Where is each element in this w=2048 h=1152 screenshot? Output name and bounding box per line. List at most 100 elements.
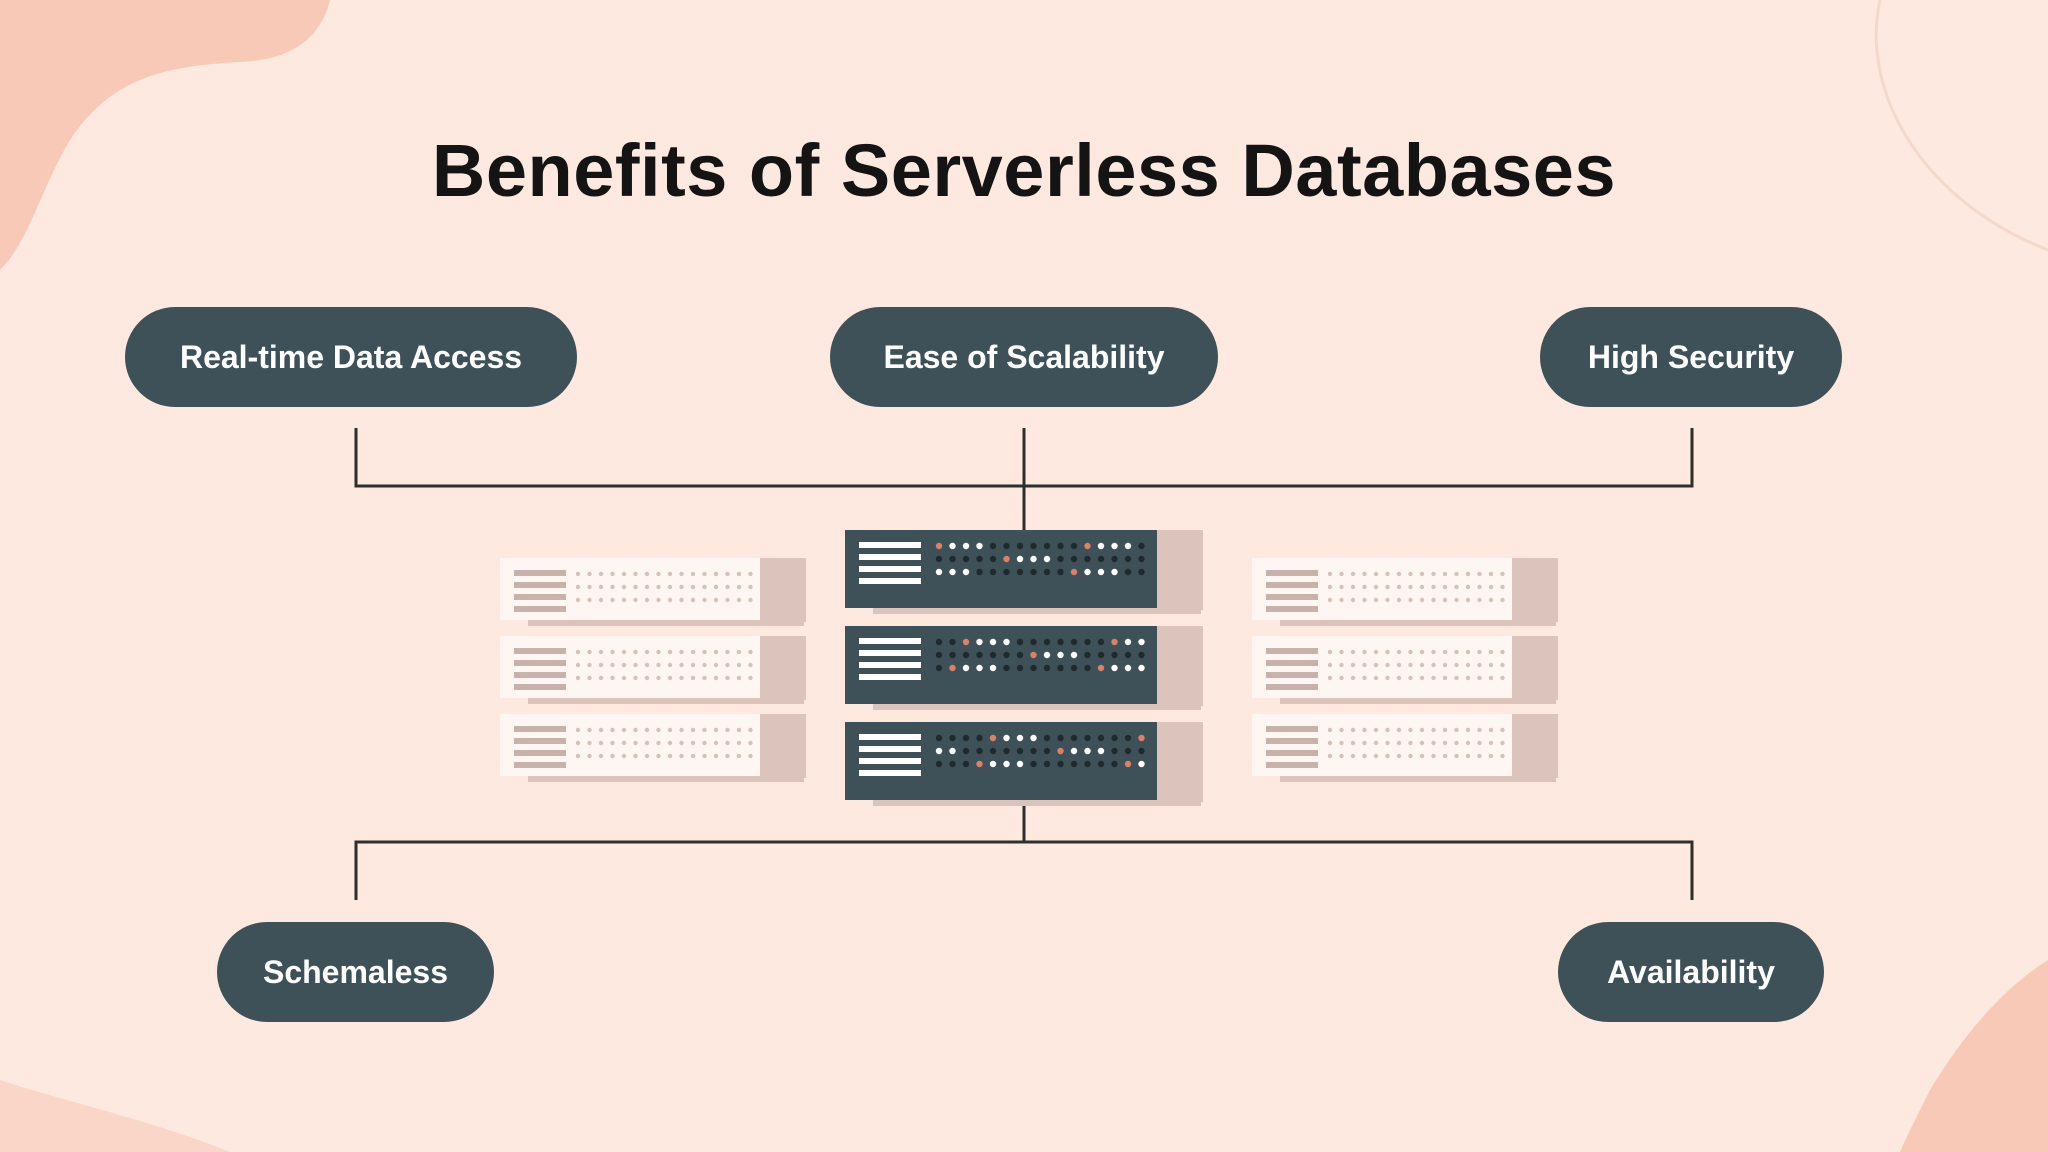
status-led bbox=[1057, 555, 1064, 563]
status-led bbox=[1043, 734, 1051, 742]
status-led bbox=[962, 555, 970, 563]
vent-line bbox=[1266, 726, 1318, 732]
status-led bbox=[667, 584, 673, 590]
status-led bbox=[1043, 542, 1051, 550]
status-led bbox=[1138, 747, 1145, 755]
status-led bbox=[644, 675, 650, 681]
status-led bbox=[1327, 571, 1333, 577]
status-led bbox=[949, 651, 956, 659]
status-led bbox=[679, 727, 684, 733]
status-led bbox=[725, 649, 730, 655]
status-led bbox=[575, 662, 581, 668]
status-led bbox=[1339, 597, 1344, 603]
status-led bbox=[725, 727, 730, 733]
status-led bbox=[1030, 664, 1037, 672]
status-led bbox=[1431, 740, 1436, 746]
status-led bbox=[949, 664, 956, 672]
vent-line bbox=[859, 770, 921, 776]
status-led bbox=[1488, 675, 1494, 681]
status-led bbox=[1362, 649, 1367, 655]
status-led bbox=[1124, 760, 1132, 768]
status-led bbox=[656, 597, 661, 603]
vent-line bbox=[514, 582, 566, 588]
vent-line bbox=[1266, 738, 1318, 744]
status-led bbox=[1454, 662, 1459, 668]
server-unit-side bbox=[760, 714, 806, 778]
status-led bbox=[1488, 597, 1494, 603]
status-led bbox=[679, 675, 684, 681]
status-led bbox=[1016, 651, 1024, 659]
top-right-connector bbox=[1024, 428, 1694, 488]
status-led bbox=[1442, 649, 1448, 655]
status-led bbox=[575, 753, 581, 759]
status-led bbox=[989, 747, 997, 755]
status-led bbox=[725, 584, 730, 590]
status-led bbox=[1362, 675, 1367, 681]
status-led bbox=[1373, 571, 1379, 577]
status-led bbox=[1350, 597, 1356, 603]
status-led bbox=[1097, 555, 1105, 563]
status-led bbox=[1488, 727, 1494, 733]
status-led bbox=[949, 568, 956, 576]
status-led bbox=[575, 740, 581, 746]
status-led bbox=[621, 662, 627, 668]
status-led bbox=[1373, 597, 1379, 603]
server-unit bbox=[500, 558, 806, 626]
status-led bbox=[644, 662, 650, 668]
status-led bbox=[690, 597, 696, 603]
status-led bbox=[1097, 664, 1105, 672]
status-led bbox=[633, 649, 638, 655]
status-led bbox=[1465, 571, 1471, 577]
vent-line bbox=[859, 542, 921, 548]
status-led bbox=[644, 571, 650, 577]
status-led bbox=[587, 675, 592, 681]
status-led bbox=[1350, 727, 1356, 733]
vent-line bbox=[859, 674, 921, 680]
status-led bbox=[935, 760, 943, 768]
status-led bbox=[1396, 649, 1402, 655]
status-led bbox=[1327, 584, 1333, 590]
status-led bbox=[1057, 734, 1064, 742]
status-led bbox=[1373, 753, 1379, 759]
status-led bbox=[1465, 649, 1471, 655]
benefit-real-time-data-access: Real-time Data Access bbox=[125, 307, 577, 407]
status-led bbox=[748, 753, 753, 759]
status-led bbox=[1431, 753, 1436, 759]
status-led bbox=[1477, 753, 1482, 759]
status-led bbox=[748, 727, 753, 733]
status-led bbox=[667, 740, 673, 746]
status-led bbox=[702, 584, 707, 590]
status-led bbox=[989, 555, 997, 563]
status-led bbox=[1043, 747, 1051, 755]
status-led bbox=[667, 571, 673, 577]
status-led bbox=[989, 651, 997, 659]
server-unit bbox=[500, 636, 806, 704]
status-led bbox=[1442, 753, 1448, 759]
status-led bbox=[1339, 662, 1344, 668]
vent-line bbox=[1266, 582, 1318, 588]
status-led bbox=[610, 649, 615, 655]
status-led bbox=[725, 740, 730, 746]
status-led bbox=[1339, 584, 1344, 590]
status-led bbox=[1408, 571, 1413, 577]
status-led bbox=[1327, 649, 1333, 655]
status-led bbox=[1488, 753, 1494, 759]
status-led bbox=[1465, 753, 1471, 759]
status-led bbox=[1408, 740, 1413, 746]
status-led bbox=[1350, 649, 1356, 655]
status-led bbox=[575, 571, 581, 577]
status-led bbox=[725, 662, 730, 668]
status-led bbox=[702, 662, 707, 668]
status-led bbox=[962, 542, 970, 550]
status-led bbox=[949, 542, 956, 550]
status-led bbox=[1488, 584, 1494, 590]
status-led bbox=[1030, 638, 1037, 646]
server-unit-side bbox=[1512, 636, 1558, 700]
status-led bbox=[1097, 760, 1105, 768]
status-led bbox=[1373, 649, 1379, 655]
status-led bbox=[1124, 651, 1132, 659]
status-led bbox=[667, 649, 673, 655]
top-left-blob bbox=[0, 0, 330, 270]
